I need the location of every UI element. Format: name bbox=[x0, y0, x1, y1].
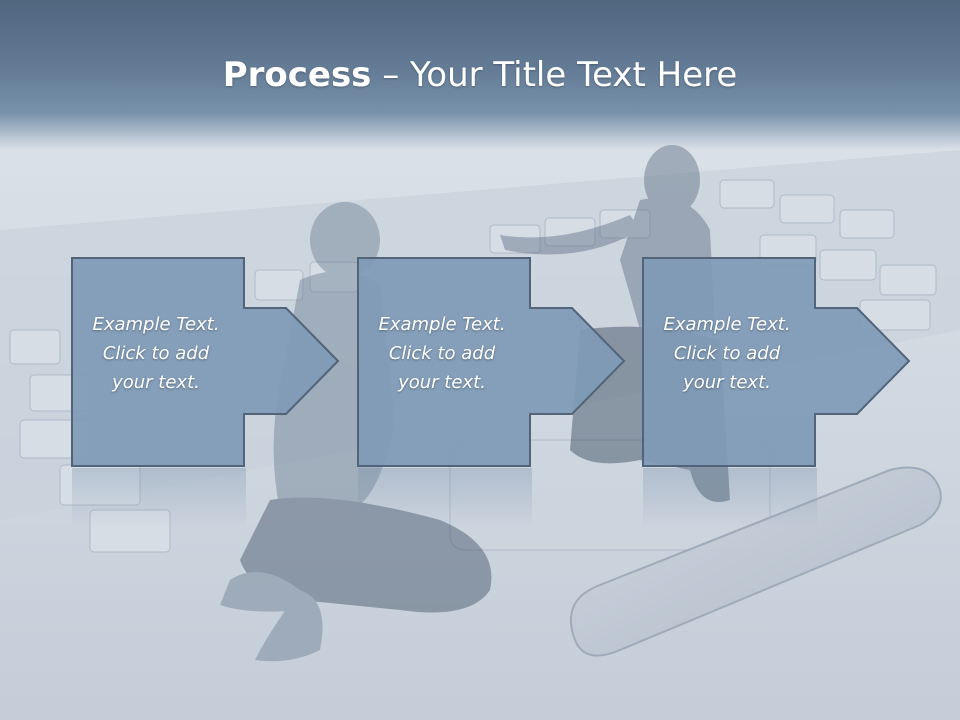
step-1-line-3: your text. bbox=[112, 372, 200, 393]
slide-title[interactable]: Process – Your Title Text Here bbox=[0, 52, 960, 98]
step-1-line-2: Click to add bbox=[102, 343, 210, 364]
process-step-3[interactable]: Example Text. Click to add your text. bbox=[641, 256, 921, 468]
title-band bbox=[0, 0, 960, 150]
step-3-line-2: Click to add bbox=[673, 343, 781, 364]
step-2-line-1: Example Text. bbox=[378, 314, 506, 335]
touchpad bbox=[449, 439, 771, 551]
touchpad-button bbox=[570, 466, 942, 657]
step-2-line-3: your text. bbox=[398, 372, 486, 393]
process-step-2[interactable]: Example Text. Click to add your text. bbox=[356, 256, 636, 468]
title-bold: Process bbox=[222, 55, 372, 95]
arrow-box-shape bbox=[357, 257, 626, 467]
title-rest: – Your Title Text Here bbox=[371, 55, 738, 95]
process-step-1[interactable]: Example Text. Click to add your text. bbox=[70, 256, 350, 468]
step-1-reflection bbox=[72, 468, 246, 528]
step-2-text[interactable]: Example Text. Click to add your text. bbox=[360, 310, 524, 397]
step-3-line-1: Example Text. bbox=[663, 314, 791, 335]
step-3-line-3: your text. bbox=[683, 372, 771, 393]
step-1-text[interactable]: Example Text. Click to add your text. bbox=[74, 310, 238, 397]
arrow-box-shape bbox=[71, 257, 340, 467]
arrow-box-shape bbox=[642, 257, 911, 467]
step-3-text[interactable]: Example Text. Click to add your text. bbox=[645, 310, 809, 397]
step-2-line-2: Click to add bbox=[388, 343, 496, 364]
step-3-reflection bbox=[643, 468, 817, 528]
step-2-reflection bbox=[358, 468, 532, 528]
step-1-line-1: Example Text. bbox=[92, 314, 220, 335]
